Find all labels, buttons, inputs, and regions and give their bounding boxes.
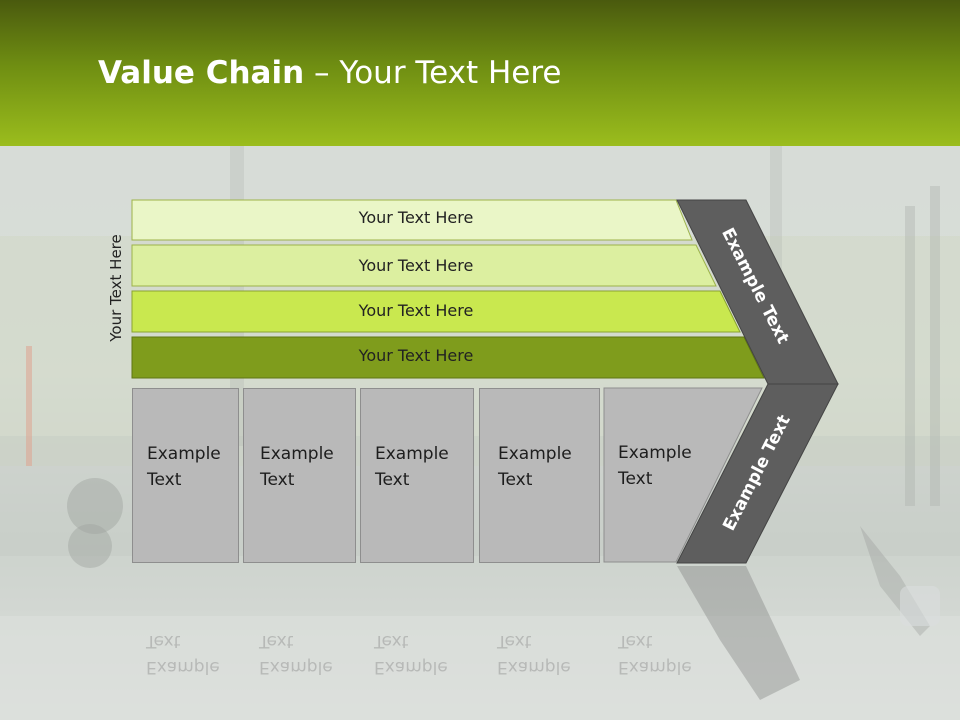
page-title: Value Chain – Your Text Here <box>98 55 561 91</box>
row-label-4: Your Text Here <box>358 346 474 365</box>
title-rest: – Your Text Here <box>304 55 562 91</box>
arrow-reflection <box>677 566 800 700</box>
row-band-2 <box>131 244 717 287</box>
title-bold: Value Chain <box>98 55 305 91</box>
row-band-1 <box>131 199 693 241</box>
header-bar: Value Chain – Your Text Here <box>0 0 960 146</box>
row-label-1: Your Text Here <box>358 208 474 227</box>
row-band-3 <box>131 290 741 333</box>
row-label-2: Your Text Here <box>358 256 474 275</box>
row-band-4 <box>131 336 765 379</box>
row-label-3: Your Text Here <box>358 301 474 320</box>
box-5-arrow-edge <box>603 387 763 563</box>
arrow-chevron-lower <box>676 383 839 564</box>
